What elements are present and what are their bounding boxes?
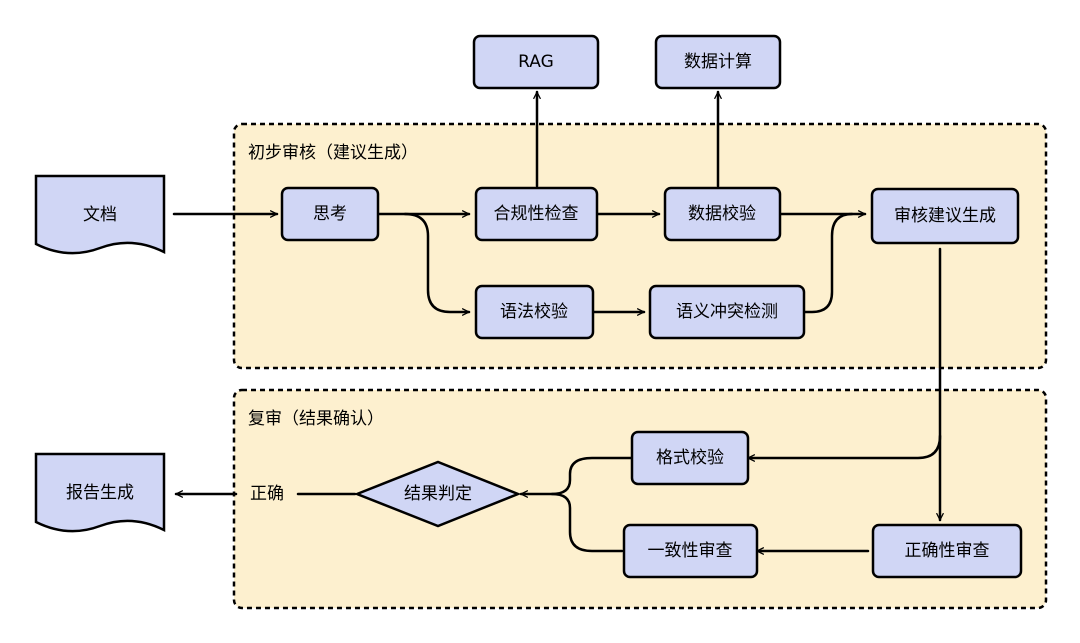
node-think-label: 思考 xyxy=(313,204,347,224)
edge-semantic-to-suggestion xyxy=(802,212,854,314)
group-re-review: 复审（结果确认） xyxy=(232,388,1048,610)
node-compliance-check-label: 合规性检查 xyxy=(494,204,579,224)
node-format-check: 格式校验 xyxy=(630,430,750,486)
node-semantic-conflict: 语义冲突检测 xyxy=(648,284,806,340)
node-document-label: 文档 xyxy=(83,205,117,225)
group-re-review-label: 复审（结果确认） xyxy=(248,409,384,429)
node-rag-label: RAG xyxy=(518,52,554,72)
node-report-gen: 报告生成 xyxy=(34,452,166,533)
node-data-calc-label: 数据计算 xyxy=(684,52,752,72)
node-data-calc: 数据计算 xyxy=(654,34,782,90)
node-grammar-check-label: 语法校验 xyxy=(500,302,568,322)
node-compliance-check: 合规性检查 xyxy=(474,186,599,242)
edge-think-to-grammar xyxy=(403,212,471,316)
node-correctness-review-label: 正确性审查 xyxy=(905,541,990,561)
node-consistency-review: 一致性审查 xyxy=(622,523,759,579)
node-correctness-review: 正确性审查 xyxy=(871,523,1023,579)
node-format-check-label: 格式校验 xyxy=(656,448,724,468)
edge-label-correct: 正确 xyxy=(250,484,284,504)
node-suggestion-gen: 审核建议生成 xyxy=(870,187,1020,245)
group-initial-review-label: 初步审核（建议生成） xyxy=(248,143,418,163)
node-think: 思考 xyxy=(280,186,380,242)
node-result-judgment: 结果判定 xyxy=(353,460,522,528)
edge-label-correct-text: 正确 xyxy=(250,484,284,504)
node-data-verify: 数据校验 xyxy=(663,186,782,242)
edge-format-to-judgment xyxy=(519,456,634,498)
edge-consistency-to-judgment xyxy=(550,492,624,553)
group-initial-review: 初步审核（建议生成） xyxy=(232,122,1048,370)
node-report-gen-label: 报告生成 xyxy=(66,483,134,503)
edges xyxy=(172,90,944,555)
edge-suggestion-to-format xyxy=(746,434,942,462)
node-result-judgment-label: 结果判定 xyxy=(404,484,472,504)
node-grammar-check: 语法校验 xyxy=(474,284,595,340)
node-consistency-review-label: 一致性审查 xyxy=(648,541,733,561)
node-rag: RAG xyxy=(472,34,600,90)
node-document: 文档 xyxy=(34,174,166,255)
node-suggestion-gen-label: 审核建议生成 xyxy=(894,206,996,226)
node-semantic-conflict-label: 语义冲突检测 xyxy=(676,302,778,322)
node-data-verify-label: 数据校验 xyxy=(688,204,756,224)
